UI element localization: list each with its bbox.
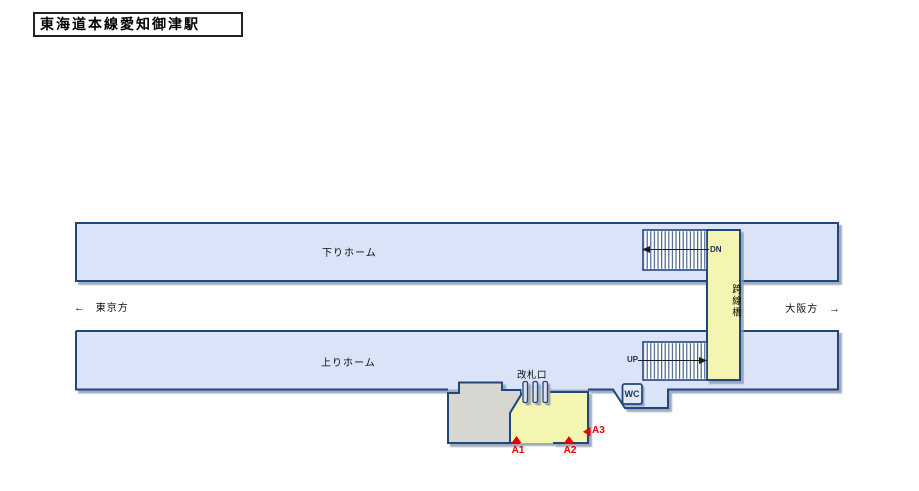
ticket-gate-label: 改札口	[517, 370, 548, 381]
direction-osaka-text: 大阪方	[785, 304, 819, 315]
up-platform-label: 上りホーム	[321, 358, 376, 369]
west-building	[447, 381, 522, 444]
exit-a3-marker	[583, 427, 591, 437]
exit-a3-label: A3	[592, 425, 605, 436]
down-platform-label: 下りホーム	[322, 248, 377, 259]
gate-bar	[522, 380, 529, 404]
direction-osaka: 大阪方 →	[770, 300, 840, 315]
up-platform-outline	[75, 330, 839, 409]
station-buildings	[447, 381, 589, 444]
gate-bar	[542, 380, 549, 404]
ticket-gates	[522, 380, 549, 404]
exit-a2-marker	[564, 436, 574, 443]
left-arrow-icon: ←	[74, 302, 85, 314]
overpass-bridge	[706, 229, 741, 381]
up-stairs	[638, 341, 708, 381]
right-arrow-icon: →	[829, 303, 840, 315]
toilet-label: WC	[624, 389, 640, 399]
exit-a2-label: A2	[563, 445, 577, 456]
up-stairs-label: UP	[627, 355, 639, 364]
overpass-label: 跨線橋	[730, 284, 741, 319]
down-stairs	[642, 229, 709, 271]
station-house	[510, 392, 588, 443]
station-title-text: 東海道本線愛知御津駅	[40, 16, 200, 32]
station-title: 東海道本線愛知御津駅	[33, 12, 243, 37]
toilet-box	[621, 383, 643, 405]
down-stairs-label: DN	[710, 245, 722, 254]
direction-tokyo: ← 東京方	[74, 299, 129, 314]
direction-tokyo-text: 東京方	[95, 303, 129, 314]
exit-a1-marker	[511, 436, 522, 443]
down-stairs-arrowhead	[642, 246, 650, 253]
gate-bar	[532, 380, 539, 404]
exit-a1-label: A1	[511, 445, 525, 456]
up-stairs-arrowhead	[699, 357, 707, 364]
